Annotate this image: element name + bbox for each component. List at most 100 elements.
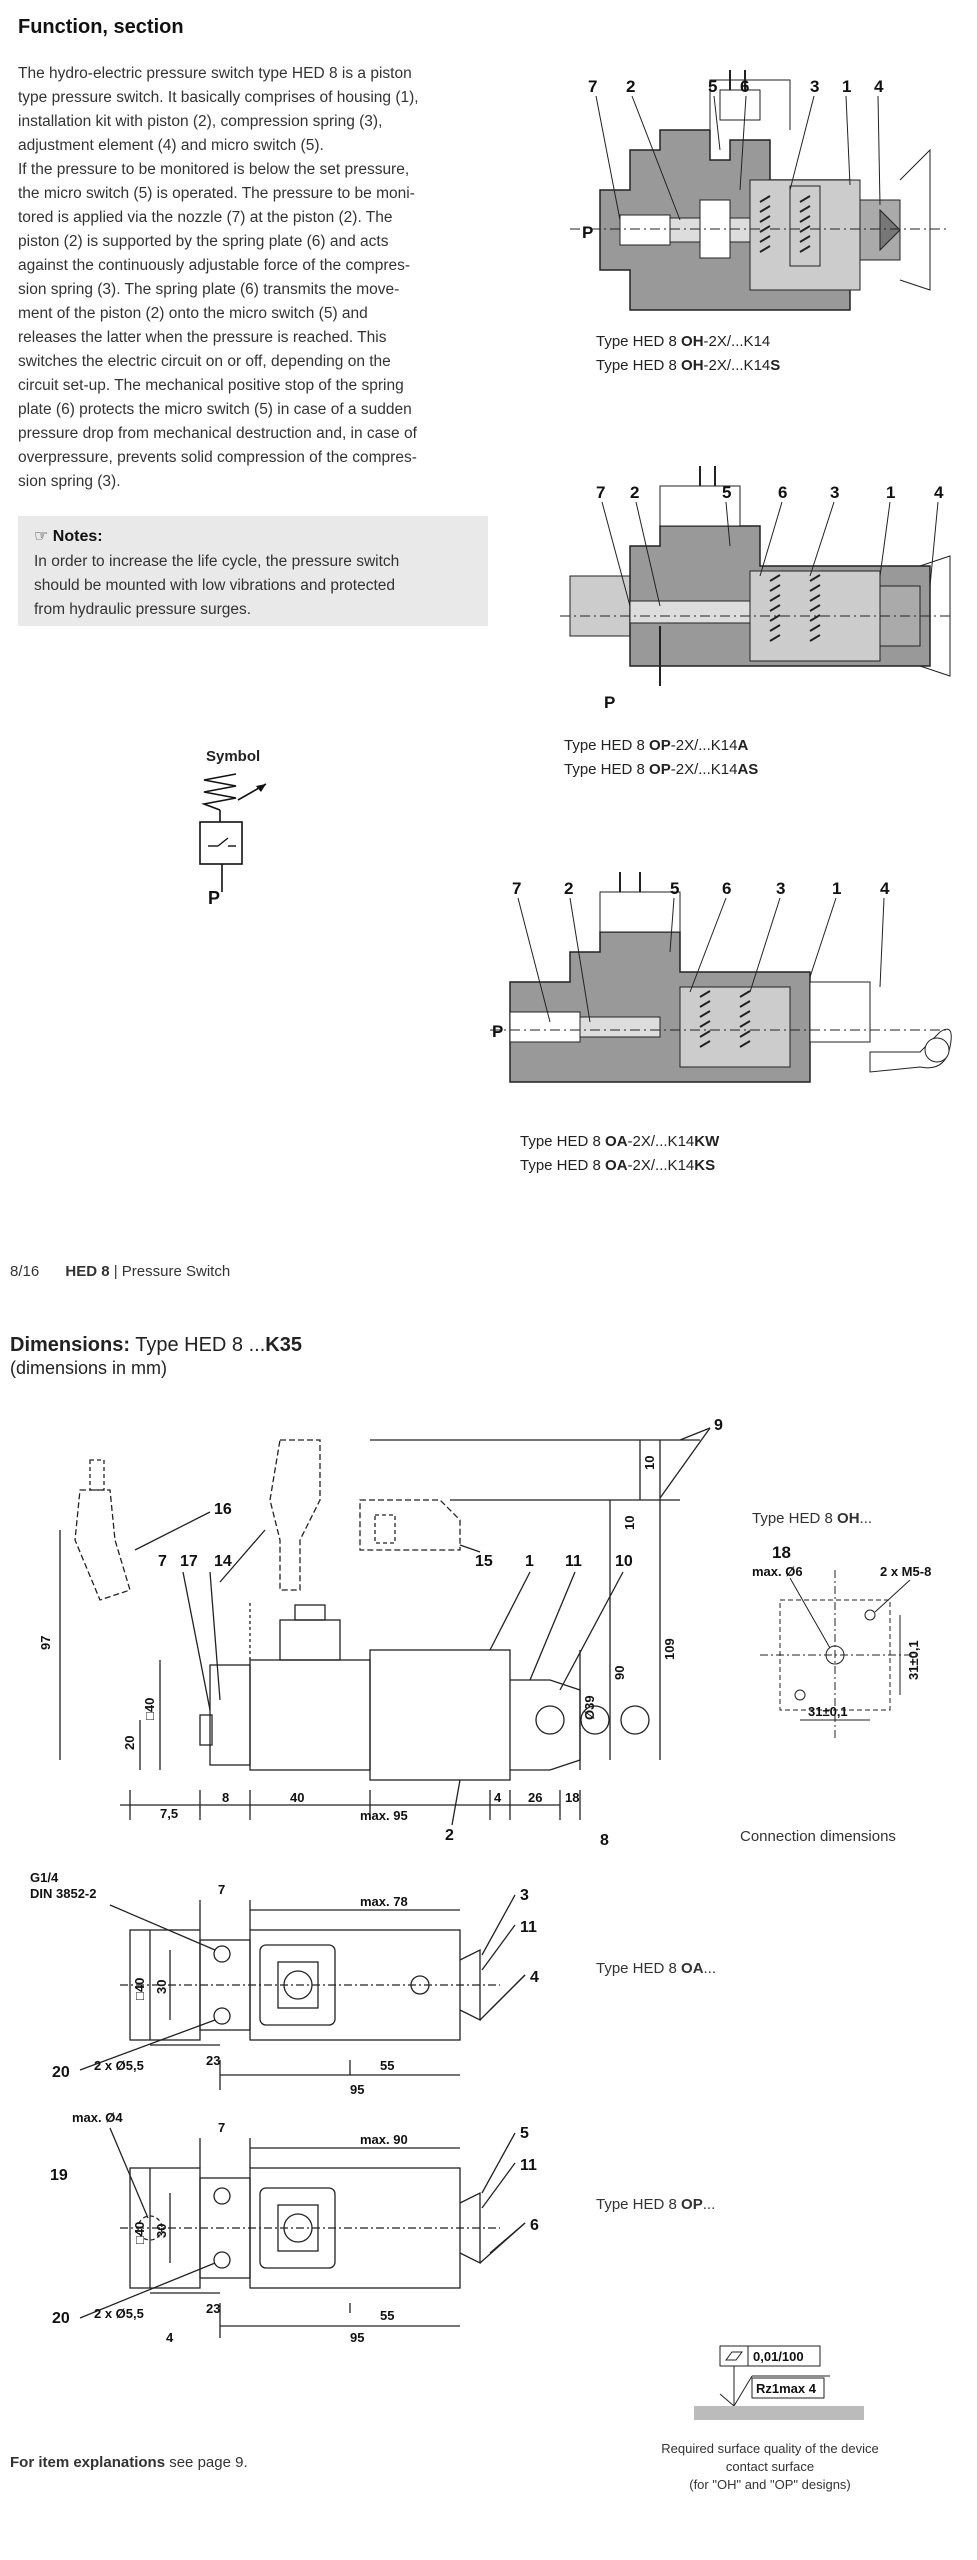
label-3: 3 [520, 1887, 529, 1904]
label-11: 11 [565, 1553, 582, 1570]
label-3: 3 [810, 77, 819, 96]
label-2: 2 [626, 77, 635, 96]
label-14: 14 [214, 1553, 232, 1570]
dim-7: 7 [218, 2120, 225, 2135]
dim-8: 8 [222, 1790, 229, 1805]
surface-quality-symbol: 0,01/100 Rz1max 4 [694, 2345, 864, 2420]
notes-box: ☞ Notes: In order to increase the life c… [18, 516, 488, 626]
dimension-drawing-op-top: max. Ø4 7 max. 90 □40 30 2 x Ø5,5 4 23 5… [50, 2110, 539, 2345]
dim-18: 18 [565, 1790, 579, 1805]
label-10: 10 [615, 1553, 633, 1570]
label-17: 17 [180, 1553, 198, 1570]
label-18: 18 [772, 1543, 791, 1562]
label-4: 4 [880, 879, 890, 898]
dim-10a: 10 [642, 1456, 657, 1470]
dimensions-subtitle: (dimensions in mm) [10, 1358, 168, 1378]
dim-40-square: □40 [132, 1978, 147, 2000]
dim-max95: max. 95 [360, 1808, 408, 1823]
label-6: 6 [722, 879, 731, 898]
dim-40: 40 [290, 1790, 304, 1805]
notes-header: ☞ Notes: [34, 526, 103, 546]
label-5: 5 [708, 77, 717, 96]
label-20: 20 [52, 2064, 70, 2081]
dim-30: 30 [154, 1980, 169, 1994]
label-1: 1 [525, 1553, 534, 1570]
label-4: 4 [934, 483, 944, 502]
function-description: The hydro-electric pressure switch type … [18, 65, 419, 490]
dim-95: 95 [350, 2082, 364, 2097]
label-5: 5 [520, 2125, 529, 2142]
caption-op-1: Type HED 8 OP-2X/...K14A [564, 737, 749, 754]
dim-30: 30 [154, 2224, 169, 2238]
section-drawing-oa: P 7 2 5 6 3 1 4 [490, 872, 952, 1083]
label-7: 7 [588, 77, 597, 96]
port-label-p: P [582, 223, 593, 242]
dim-7-5: 7,5 [160, 1806, 178, 1821]
dim-90: 90 [612, 1666, 627, 1680]
type-oa-label: Type HED 8 OA... [596, 1960, 717, 1977]
roughness-value: Rz1max 4 [756, 2381, 817, 2396]
section-title: Function, section [18, 16, 184, 38]
dim-max-6: max. Ø6 [752, 1564, 803, 1579]
type-op-label: Type HED 8 OP... [596, 2196, 716, 2213]
dim-max78: max. 78 [360, 1894, 408, 1909]
connection-dimensions-drawing: 18 max. Ø6 2 x M5-8 31±0,1 31±0,1 [752, 1543, 931, 1740]
caption-oh-2: Type HED 8 OH-2X/...K14S [596, 357, 781, 374]
label-1: 1 [886, 483, 895, 502]
pressure-switch-symbol: P [199, 773, 267, 908]
dim-39: Ø39 [582, 1695, 597, 1720]
dimension-drawing-main: 9 16 7 17 14 15 1 11 10 2 8 97 □40 20 10… [38, 1417, 723, 1849]
section-drawing-op: P 7 2 5 6 3 1 4 [560, 466, 951, 712]
flatness-value: 0,01/100 [753, 2349, 804, 2364]
notes-text: In order to increase the life cycle, the… [34, 553, 400, 618]
dim-10b: 10 [622, 1516, 637, 1530]
label-6: 6 [740, 77, 749, 96]
dim-31-horizontal: 31±0,1 [808, 1704, 848, 1719]
page-number: 8/16 [10, 1263, 40, 1280]
dim-max4: max. Ø4 [72, 2110, 123, 2125]
label-5: 5 [670, 879, 679, 898]
caption-oa-1: Type HED 8 OA-2X/...K14KW [520, 1133, 720, 1150]
dim-m5-8: 2 x M5-8 [880, 1564, 931, 1579]
label-5: 5 [722, 483, 731, 502]
port-label-p: P [492, 1022, 503, 1041]
label-1: 1 [842, 77, 851, 96]
dim-55: 55 [380, 2058, 394, 2073]
dim-4: 4 [166, 2330, 174, 2345]
page-header: 8/16 HED 8 | Pressure Switch [10, 1263, 230, 1280]
label-6: 6 [778, 483, 787, 502]
label-15: 15 [475, 1553, 493, 1570]
label-8: 8 [600, 1832, 609, 1849]
footer-note: For item explanations see page 9. [10, 2454, 248, 2471]
type-oh-label: Type HED 8 OH... [752, 1510, 873, 1527]
dim-31-vertical: 31±0,1 [906, 1640, 921, 1680]
label-3: 3 [776, 879, 785, 898]
dim-holes: 2 x Ø5,5 [94, 2306, 144, 2321]
label-4: 4 [530, 1969, 539, 1986]
dim-7: 7 [218, 1882, 225, 1897]
dim-40-square: □40 [142, 1698, 157, 1720]
label-1: 1 [832, 879, 841, 898]
label-6: 6 [530, 2217, 539, 2234]
dim-55: 55 [380, 2308, 394, 2323]
surface-quality-caption: Required surface quality of the device c… [661, 2441, 879, 2492]
caption-oh-1: Type HED 8 OH-2X/...K14 [596, 333, 771, 350]
caption-oa-2: Type HED 8 OA-2X/...K14KS [520, 1157, 716, 1174]
dim-holes: 2 x Ø5,5 [94, 2058, 144, 2073]
label-7: 7 [512, 879, 521, 898]
dim-g14: G1/4 [30, 1870, 59, 1885]
dim-20: 20 [122, 1736, 137, 1750]
dim-23: 23 [206, 2053, 220, 2068]
dim-95: 95 [350, 2330, 364, 2345]
caption-op-2: Type HED 8 OP-2X/...K14AS [564, 761, 759, 778]
port-label-p: P [604, 693, 615, 712]
label-16: 16 [214, 1501, 232, 1518]
hand-pointer-icon: ☞ [34, 528, 49, 545]
connection-dimensions-caption: Connection dimensions [740, 1828, 896, 1845]
label-2: 2 [630, 483, 639, 502]
dim-max90: max. 90 [360, 2132, 408, 2147]
label-2: 2 [564, 879, 573, 898]
label-11: 11 [520, 2157, 537, 2174]
section-drawing-oh: P 7 2 5 6 3 1 4 [570, 70, 950, 311]
dim-23: 23 [206, 2301, 220, 2316]
